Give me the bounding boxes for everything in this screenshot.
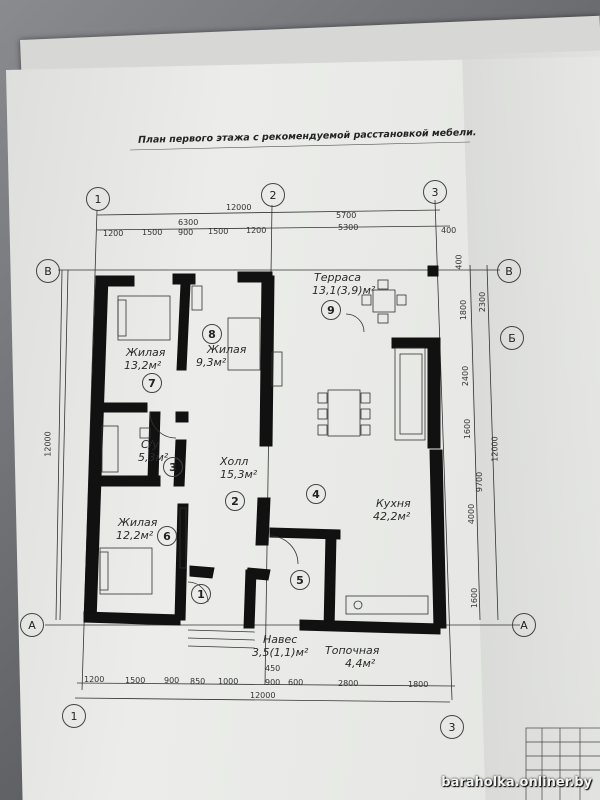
dim-top-seg-2: 1500 xyxy=(142,228,163,237)
dim-bottom-seg-3: 900 xyxy=(164,676,180,685)
axis-marker-top-3: 3 xyxy=(423,180,447,204)
room-number-7: 7 xyxy=(142,373,162,393)
dim-top-seg-1: 1200 xyxy=(103,229,124,238)
room-8-name: Жилая xyxy=(207,343,247,356)
room-kitchen-area: 42,2м² xyxy=(373,510,411,523)
room-number-3: 3 xyxy=(163,457,183,477)
dim-bottom-seg-7: 600 xyxy=(288,678,304,687)
dim-right-seg-3: 2400 xyxy=(461,365,471,387)
dim-bottom-450: 450 xyxy=(265,664,281,673)
dim-top-seg-4: 1500 xyxy=(208,227,229,236)
dim-bottom-seg-9: 1800 xyxy=(408,680,429,689)
dim-top-400: 400 xyxy=(441,226,457,235)
room-su-area: 5,3м² xyxy=(138,451,169,464)
dim-bottom-seg-4: 850 xyxy=(190,677,206,686)
dim-bottom-seg-5: 1000 xyxy=(218,677,239,686)
dim-right-2300: 2300 xyxy=(478,291,488,313)
dim-top-seg-3: 900 xyxy=(178,228,194,237)
room-number-8: 8 xyxy=(202,324,222,344)
axis-marker-bottom-3: 3 xyxy=(440,715,464,739)
room-8-area: 9,3м² xyxy=(196,356,227,369)
axis-marker-top-2: 2 xyxy=(261,183,285,207)
dim-top-total: 12000 xyxy=(226,203,252,212)
dim-left-total: 12000 xyxy=(43,431,53,457)
dim-bottom-seg-6: 900 xyxy=(265,678,281,687)
axis-marker-left-v: В xyxy=(36,259,60,283)
dim-bottom-total: 12000 xyxy=(250,691,276,700)
axis-marker-right-b: Б xyxy=(500,326,524,350)
room-hall-name: Холл xyxy=(220,455,249,468)
dim-right-9700: 9700 xyxy=(475,471,485,493)
dim-bottom-seg-1: 1200 xyxy=(84,675,105,684)
room-canopy-name: Навес xyxy=(263,633,298,646)
room-number-9: 9 xyxy=(321,300,341,320)
dim-right-seg-1: 400 xyxy=(454,254,464,270)
axis-marker-bottom-1: 1 xyxy=(62,704,86,728)
room-number-5: 5 xyxy=(290,570,310,590)
room-terrace-name: Терраса xyxy=(314,271,361,284)
dim-top-6300: 6300 xyxy=(178,218,199,227)
room-number-1: 1 xyxy=(191,584,211,604)
axis-marker-left-a: А xyxy=(20,613,44,637)
axis-marker-top-1: 1 xyxy=(86,187,110,211)
dim-right-total: 12000 xyxy=(490,436,500,462)
axis-marker-right-v: В xyxy=(497,259,521,283)
room-boiler-name: Топочная xyxy=(325,644,380,657)
room-6-area: 12,2м² xyxy=(116,529,154,542)
watermark: baraholka.onliner.by xyxy=(441,775,592,790)
room-number-4: 4 xyxy=(306,484,326,504)
room-number-2: 2 xyxy=(225,491,245,511)
dim-right-seg-5: 4000 xyxy=(467,503,477,525)
room-7-name: Жилая xyxy=(126,346,166,359)
dim-right-seg-4: 1600 xyxy=(463,418,473,440)
dim-bottom-seg-8: 2800 xyxy=(338,679,359,688)
room-terrace-area: 13,1(3,9)м² xyxy=(312,284,376,297)
room-7-area: 13,2м² xyxy=(124,359,162,372)
room-number-6: 6 xyxy=(157,526,177,546)
dim-bottom-seg-2: 1500 xyxy=(125,676,146,685)
dim-right-seg-2: 1800 xyxy=(459,299,469,321)
room-6-name: Жилая xyxy=(118,516,158,529)
dim-top-5300: 5300 xyxy=(338,223,359,232)
room-hall-area: 15,3м² xyxy=(220,468,258,481)
dim-right-seg-6: 1600 xyxy=(470,587,480,609)
room-canopy-area: 3,5(1,1)м² xyxy=(252,646,309,659)
room-su-name: С/у xyxy=(141,438,159,451)
dim-top-seg-5: 1200 xyxy=(246,226,267,235)
room-boiler-area: 4,4м² xyxy=(345,657,376,670)
dim-top-5700: 5700 xyxy=(336,211,357,220)
room-kitchen-name: Кухня xyxy=(376,497,411,510)
axis-marker-right-a: А xyxy=(512,613,536,637)
